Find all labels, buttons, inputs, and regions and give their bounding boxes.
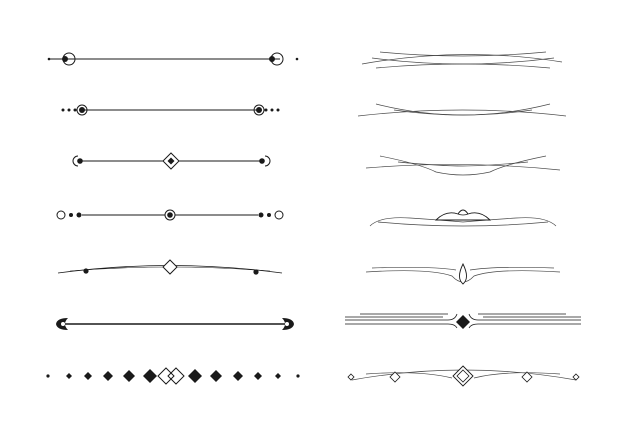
end-dot-icon [295,57,299,61]
dot-icon [270,108,274,112]
diamond-icon [453,366,473,386]
diamond-icon [66,373,72,379]
divider-12-drop-ornament [366,264,560,284]
divider-8-crossing-arcs [362,52,562,68]
crescent-ring-icon [77,105,87,115]
dot-icon [167,212,173,218]
diamond-icon [390,372,400,382]
dot-icon [67,108,71,112]
dot-icon [256,107,262,113]
divider-5-arched-diamond [58,260,282,275]
crescent-ring-icon [271,53,283,65]
diamond-icon [84,372,92,380]
dot-icon [269,56,275,62]
left-column [46,53,300,384]
dot-icon [46,374,50,378]
dot-icon [267,213,271,217]
end-dot-icon [47,57,51,61]
divider-1-circle-ends [47,53,299,65]
crescent-ring-icon [254,105,264,115]
diamond-icon [457,370,469,382]
dot-icon [69,213,73,217]
dot-icon [253,269,259,275]
divider-13-stepped-diamond [345,314,581,329]
diamond-icon [254,372,262,380]
diamond-icon [210,370,222,382]
drop-icon [460,264,467,284]
divider-7-diamond-chain [46,368,300,384]
diamond-icon [275,373,281,379]
diamond-icon [103,371,113,381]
divider-3-center-diamond [73,153,270,169]
dot-icon [264,108,268,112]
ring-icon [57,211,65,219]
diamond-icon [163,260,177,274]
diamond-icon [188,369,202,383]
divider-14-diamond-arcs [348,366,579,386]
diamond-icon [522,372,532,382]
diamond-icon [167,157,175,165]
crescent-icon [73,156,78,166]
ring-icon [275,211,283,219]
diamond-outline-icon [168,368,184,384]
dot-icon [79,107,85,113]
dot-icon [259,158,265,164]
dot-icon [258,212,264,218]
dot-icon [276,108,280,112]
dot-icon [296,374,300,378]
divider-4-ring-center [57,210,283,220]
diamond-icon [348,374,354,380]
right-column [345,52,581,386]
divider-6-pointed-ends [56,318,294,330]
divider-9-swoop [358,104,566,116]
dot-icon [76,212,82,218]
diamond-icon [123,370,135,382]
dot-icon [61,108,65,112]
dot-icon [73,108,77,112]
dot-icon [62,56,68,62]
divider-10-hanging-curve [366,156,560,175]
dot-icon [83,268,89,274]
diamond-icon [143,369,157,383]
dot-icon [77,158,83,164]
diamond-icon [456,315,470,329]
diamond-icon [573,374,579,380]
divider-11-crown-ornament [370,210,556,226]
crescent-icon [265,156,270,166]
diamond-icon [233,371,243,381]
divider-2-three-dot-ends [61,105,280,115]
